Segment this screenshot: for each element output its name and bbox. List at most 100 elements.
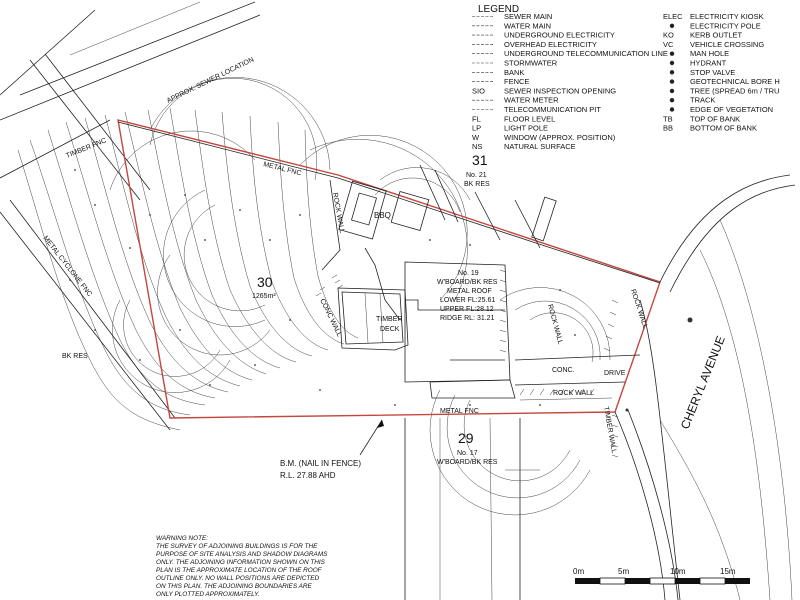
label-house-ridge: RIDGE RL: 31.21: [440, 315, 495, 322]
label-bk-res-left: BK RES: [62, 353, 88, 360]
legend-code: TB: [663, 114, 673, 123]
scale-seg-3: [625, 578, 650, 584]
legend-label: FLOOR LEVEL: [504, 114, 555, 123]
legend-label: TELECOMMUNICATION PIT: [504, 105, 601, 114]
bm-leader: [359, 419, 383, 456]
warning-line: ONLY PLOTTED APPROXIMATELY.: [156, 591, 260, 598]
label-lot-29-type: W'BOARD/BK RES: [437, 459, 498, 466]
scale-bar: 0m 5m 10m 15m: [573, 567, 750, 585]
cheryl-avenue-road: [614, 174, 796, 600]
label-lot-31: 31: [472, 152, 488, 168]
legend-label: HYDRANT: [690, 59, 727, 68]
label-bm-1: B.M. (NAIL IN FENCE): [280, 459, 361, 468]
legend-label: VEHICLE CROSSING: [690, 40, 764, 49]
label-lot-31-type: BK RES: [464, 181, 490, 188]
legend-code: FL: [472, 114, 481, 123]
lot-29-lines: [404, 417, 540, 600]
legend-label: TREE (SPREAD 6m / TRU: [690, 86, 779, 95]
label-lot-29: 29: [458, 430, 474, 446]
warning-line: OUTLINE ONLY. NO WALL POSITIONS ARE DEPI…: [156, 575, 320, 582]
legend-label: ELECTRICITY POLE: [690, 21, 761, 30]
legend-label: STOP VALVE: [690, 68, 735, 77]
legend-label: EDGE OF VEGETATION: [690, 105, 773, 114]
label-rock-wall-2: ROCK WALL: [546, 304, 563, 345]
label-house-lower-fl: LOWER FL:25.61: [440, 297, 495, 304]
legend-symbol: [669, 88, 675, 94]
legend-label: NATURAL SURFACE: [504, 142, 576, 151]
legend-code: VC: [663, 40, 674, 49]
legend-symbol: [669, 51, 675, 56]
label-rock-wall-3: ROCK WALL: [629, 288, 648, 329]
property-boundary: [117, 119, 661, 419]
legend-label: TRACK: [690, 96, 715, 105]
warning-line: THE SURVEY OF ADJOINING BUILDINGS IS FOR…: [156, 543, 318, 550]
legend-label: BANK: [504, 68, 524, 77]
legend-symbol: [669, 98, 675, 103]
scale-seg-4: [649, 577, 676, 585]
label-rock-wall-4: ROCK WALL: [553, 390, 594, 397]
legend-symbol: [669, 70, 675, 75]
label-drive: DRIVE: [604, 370, 626, 377]
scale-seg-6: [699, 577, 726, 585]
lot-31-lines: [419, 164, 557, 249]
label-bbq: BBQ: [374, 211, 391, 220]
warning-lines: THE SURVEY OF ADJOINING BUILDINGS IS FOR…: [156, 543, 328, 598]
legend-symbol: [669, 79, 675, 84]
warning-note: WARNING NOTE: THE SURVEY OF ADJOINING BU…: [156, 535, 328, 598]
bm-arrowhead: [377, 420, 384, 428]
legend-code: SIO: [472, 86, 485, 95]
legend-label: BOTTOM OF BANK: [690, 124, 757, 133]
label-lot-30: 30: [257, 274, 273, 290]
legend-symbol: [669, 60, 675, 66]
legend-symbol: [669, 107, 675, 112]
legend-code: NS: [472, 142, 482, 151]
legend-label: WATER METER: [504, 96, 559, 105]
legend-code: KO: [663, 31, 674, 40]
legend-label: FENCE: [504, 77, 529, 86]
legend-code: W: [472, 133, 480, 142]
label-house-type: W'BOARD/BK RES: [437, 279, 498, 286]
legend-code: LP: [472, 124, 481, 133]
scale-tick-5: 5m: [618, 567, 629, 576]
warning-title: WARNING NOTE:: [156, 535, 208, 542]
scale-seg-2: [599, 577, 626, 585]
legend-label: TOP OF BANK: [690, 114, 740, 123]
bbq-area: [321, 179, 430, 321]
label-timber-wall: TIMBER WALL: [602, 406, 617, 454]
label-house-number: No. 19: [458, 270, 479, 277]
scale-seg-5: [675, 578, 700, 584]
legend-label: LIGHT POLE: [504, 124, 548, 133]
dwelling-19: [337, 261, 516, 399]
scale-tick-0: 0m: [573, 567, 584, 576]
label-house-upper-fl: UPPER FL:28.12: [440, 306, 494, 313]
legend-title: LEGEND: [478, 4, 519, 15]
legend-label: SEWER INSPECTION OPENING: [504, 86, 616, 95]
legend-label: MAN HOLE: [690, 49, 729, 58]
label-cheryl-avenue: CHERYL AVENUE: [678, 334, 728, 431]
label-rock-wall-1: ROCK WALL: [331, 192, 345, 234]
scale-seg-7: [725, 578, 750, 584]
legend-symbol: [669, 23, 675, 28]
left-lot-lines: [0, 1, 261, 431]
legend-label: UNDERGROUND TELECOMMUNICATION LINE: [504, 49, 668, 58]
scale-seg-1: [575, 578, 600, 584]
warning-line: ON THIS PLAN. THE ADJOINING BOUNDARIES A…: [156, 583, 313, 590]
label-metal-fnc-bottom: METAL FNC: [440, 408, 479, 415]
label-house-roof: METAL ROOF: [447, 288, 492, 295]
label-metal-cyclone: METAL CYCLONE FNC: [41, 235, 92, 298]
spot-level-marks: [69, 169, 693, 412]
scale-tick-10: 10m: [670, 567, 686, 576]
label-conc: CONC.: [552, 367, 575, 374]
label-bm-2: R.L. 27.88 AHD: [280, 471, 336, 480]
legend-label: STORMWATER: [504, 59, 558, 68]
legend-label: ELECTRICITY KIOSK: [690, 12, 764, 21]
legend-label: OVERHEAD ELECTRICITY: [504, 40, 597, 49]
label-timber-deck-2: DECK: [380, 326, 400, 333]
warning-line: PLAN IS THE APPROXIMATE LOCATION OF THE …: [156, 567, 323, 574]
rock-walls: [315, 269, 619, 458]
legend-label: GEOTECHNICAL BORE H: [690, 77, 780, 86]
